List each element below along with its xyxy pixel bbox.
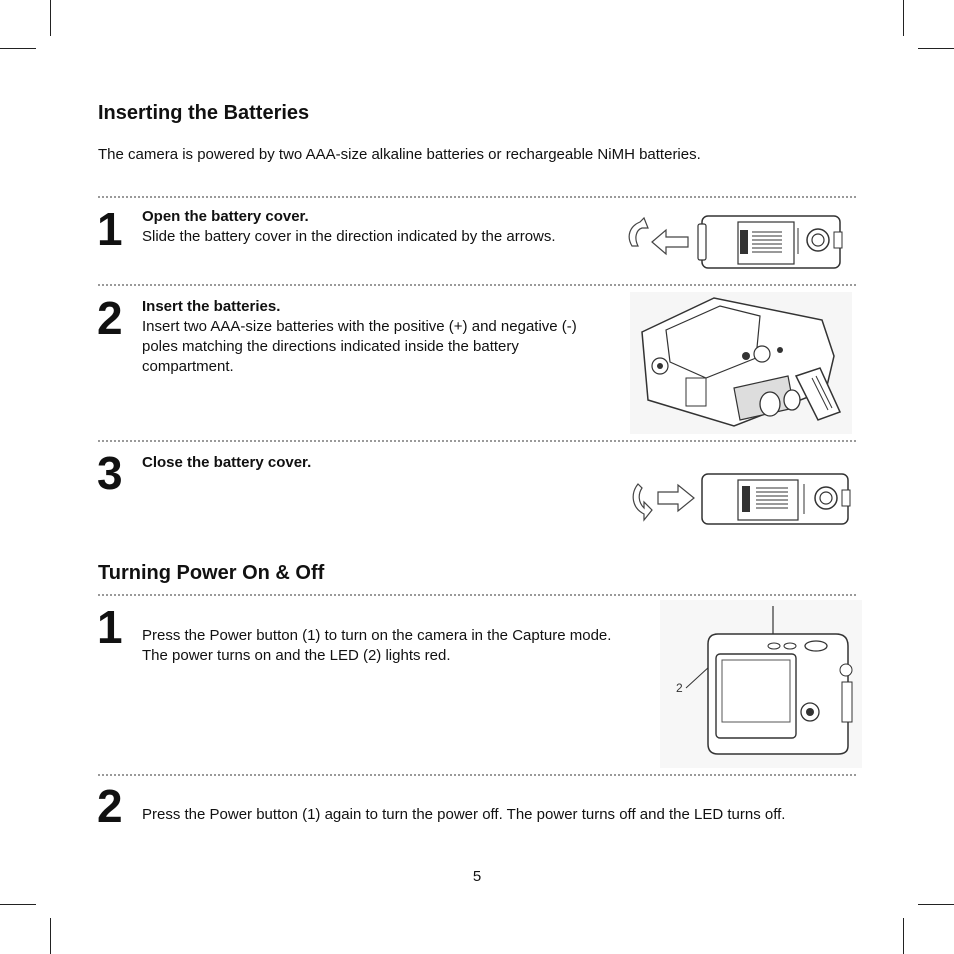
section-heading-batteries: Inserting the Batteries bbox=[98, 102, 310, 124]
step-text: Press the Power button (1) to turn on th… bbox=[142, 626, 632, 666]
open-cover-illustration bbox=[628, 215, 843, 269]
power-button-illustration: 2 bbox=[660, 600, 862, 768]
crop-mark bbox=[918, 904, 954, 905]
rotate-arrow-icon bbox=[632, 483, 653, 522]
crop-mark bbox=[903, 918, 904, 954]
step-number: 3 bbox=[97, 447, 123, 499]
crop-mark bbox=[50, 918, 51, 954]
dotted-separator bbox=[98, 774, 856, 776]
battery bbox=[759, 391, 781, 417]
step-text: Open the battery cover. Slide the batter… bbox=[142, 207, 612, 247]
step-title: Open the battery cover. bbox=[142, 208, 309, 225]
crop-mark bbox=[0, 48, 36, 49]
led-callout-label: 2 bbox=[676, 681, 683, 695]
dotted-separator bbox=[98, 440, 856, 442]
right-arrow-icon bbox=[657, 483, 695, 513]
batteries-intro: The camera is powered by two AAA-size al… bbox=[98, 146, 701, 163]
battery-cover bbox=[794, 367, 842, 421]
step-text: Press the Power button (1) again to turn… bbox=[142, 805, 854, 825]
insert-batteries-illustration bbox=[630, 292, 852, 434]
step-number: 1 bbox=[97, 601, 123, 653]
rotate-arrow-icon bbox=[628, 216, 649, 247]
step-body: Insert two AAA-size batteries with the p… bbox=[142, 318, 577, 375]
crop-mark bbox=[50, 0, 51, 36]
crop-mark bbox=[903, 0, 904, 36]
crop-mark bbox=[918, 48, 954, 49]
page-number: 5 bbox=[472, 868, 482, 885]
crop-mark bbox=[0, 904, 36, 905]
dotted-separator bbox=[98, 196, 856, 198]
battery bbox=[783, 389, 801, 411]
step-number: 1 bbox=[97, 203, 123, 255]
power-button bbox=[767, 642, 781, 650]
step-body: Slide the battery cover in the direction… bbox=[142, 228, 556, 245]
dotted-separator bbox=[98, 284, 856, 286]
step-number: 2 bbox=[97, 780, 123, 832]
step-text: Close the battery cover. bbox=[142, 453, 612, 473]
step-body: Press the Power button (1) again to turn… bbox=[142, 806, 786, 823]
step-title: Insert the batteries. bbox=[142, 298, 281, 315]
dotted-separator bbox=[98, 594, 856, 596]
step-title: Close the battery cover. bbox=[142, 454, 312, 471]
step-body: Press the Power button (1) to turn on th… bbox=[142, 627, 612, 664]
step-number: 2 bbox=[97, 292, 123, 344]
close-cover-illustration bbox=[632, 473, 851, 525]
left-arrow-icon bbox=[651, 228, 689, 256]
section-heading-power: Turning Power On & Off bbox=[98, 562, 325, 584]
step-text: Insert the batteries. Insert two AAA-siz… bbox=[142, 297, 612, 377]
